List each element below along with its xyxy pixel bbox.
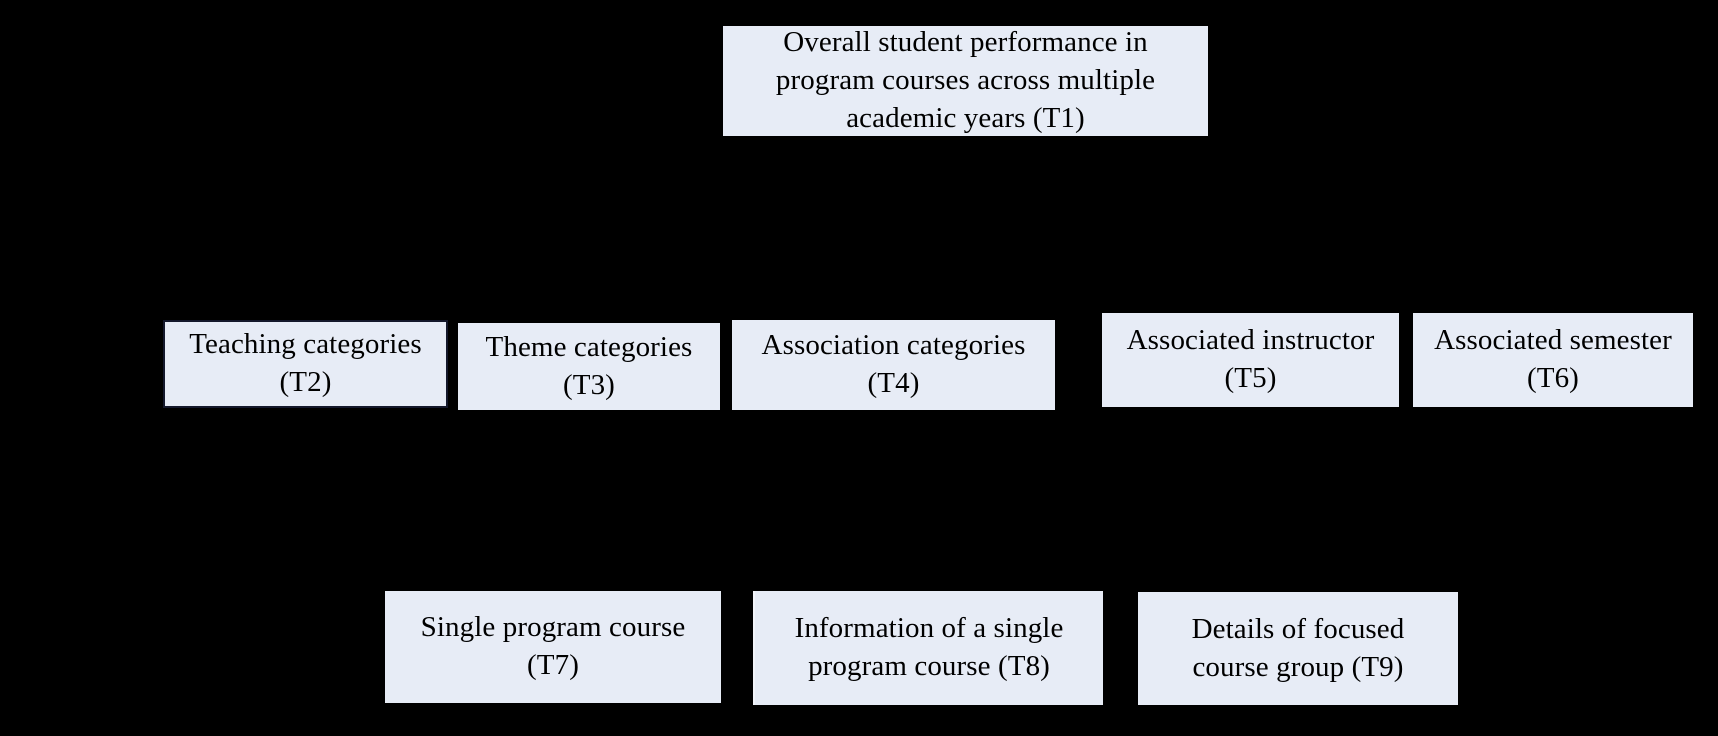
node-t8[interactable]: Information of a single program course (…: [753, 591, 1103, 705]
node-t9[interactable]: Details of focused course group (T9): [1138, 592, 1458, 705]
node-t5[interactable]: Associated instructor (T5): [1102, 313, 1399, 407]
node-t4[interactable]: Association categories (T4): [732, 320, 1055, 410]
node-t2[interactable]: Teaching categories (T2): [163, 320, 448, 408]
node-t1[interactable]: Overall student performance in program c…: [723, 26, 1208, 136]
node-t3[interactable]: Theme categories (T3): [458, 323, 720, 410]
node-t6[interactable]: Associated semester (T6): [1413, 313, 1693, 407]
node-t7[interactable]: Single program course (T7): [385, 591, 721, 703]
